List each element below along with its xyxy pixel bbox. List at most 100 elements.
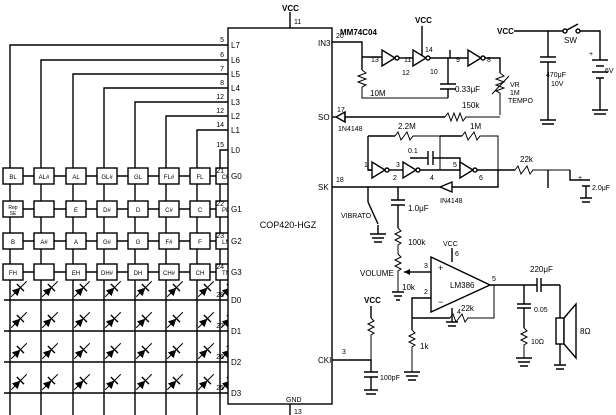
inv2-pin-5: 5 <box>453 162 457 169</box>
chip-pin-number: 24 <box>216 264 224 271</box>
key-label: B <box>11 240 15 246</box>
cap-005: 0.05 <box>534 307 548 314</box>
vcc-batt: VCC <box>497 27 514 36</box>
key-box <box>158 263 180 281</box>
inv-pin-11: 11 <box>404 57 411 64</box>
key-box <box>65 167 87 185</box>
key-label: PB <box>222 208 230 214</box>
matrix-diode <box>197 280 215 298</box>
key-label: C <box>198 208 203 214</box>
chip-pin-number: 26 <box>216 354 224 361</box>
chip-pin-number: 23 <box>216 233 224 240</box>
matrix-diode <box>73 342 91 360</box>
matrix-diode <box>166 373 184 391</box>
r-1m: 1M <box>470 122 481 131</box>
mm74c04-label: MM74C04 <box>340 28 377 37</box>
key-box <box>158 200 180 218</box>
chip-gnd-pin: 13 <box>294 409 302 415</box>
lm-pin-5: 5 <box>492 276 496 283</box>
chip-pin-label: G1 <box>231 205 242 214</box>
chip-pin-number: 15 <box>216 142 224 149</box>
vcc-osc: VCC <box>364 296 381 305</box>
chip-gnd-label: GND <box>286 397 302 404</box>
chip-pin-label: D3 <box>231 389 242 398</box>
lm-pin-4: 4 <box>457 309 461 316</box>
chip-vcc-label: VCC <box>282 4 299 13</box>
cap-470: 470μF <box>546 72 566 79</box>
chip-pin-label: G0 <box>231 172 242 181</box>
diode-pin-17: 17 <box>337 107 345 114</box>
cap-1uf: 1.0μF <box>408 204 429 213</box>
key-label: AL <box>72 175 80 181</box>
key-box <box>127 200 149 218</box>
pin-14: 14 <box>425 47 433 54</box>
key-box <box>96 232 118 250</box>
key-box <box>65 263 87 281</box>
chip-pin-sk: SK <box>318 183 329 192</box>
lm-pin-2: 2 <box>424 289 428 296</box>
r-22k: 22k <box>520 155 534 164</box>
matrix-diode <box>197 311 215 329</box>
chip-pin-number: 12 <box>216 94 224 101</box>
key-box <box>96 167 118 185</box>
key-box <box>33 263 55 281</box>
chip-pin-label: L7 <box>231 41 240 50</box>
lm-minus: − <box>438 297 443 307</box>
key-label: TN <box>222 271 230 277</box>
matrix-diode <box>10 280 28 298</box>
pin-num-18: 18 <box>336 177 344 184</box>
key-label: CH# <box>163 271 176 277</box>
key-box <box>65 200 87 218</box>
cap-2uf: 2.0μF <box>592 185 610 192</box>
lm-vcc: VCC <box>443 241 458 248</box>
key-box <box>189 232 211 250</box>
key-label: CR <box>222 175 231 181</box>
cop420-chip: COP420-HGZ VCC 11 GND 13 5L76L67L58L412L… <box>216 4 346 415</box>
key-label: LN <box>222 240 230 246</box>
chip-pin-number: 28 <box>216 292 224 299</box>
r-2-2m: 2.2M <box>398 122 416 131</box>
matrix-diode <box>104 373 122 391</box>
matrix-diode <box>135 311 153 329</box>
key-box <box>158 232 180 250</box>
matrix-diode <box>104 342 122 360</box>
keyboard-matrix <box>4 44 228 415</box>
tempo-oscillator: MM74C04 VCC 14 13 12 11 10 9 8 10M 0.33μ… <box>332 16 533 133</box>
key-box <box>65 232 87 250</box>
inv-pin-13: 13 <box>371 57 379 64</box>
r-22k-fb: 22k <box>461 304 475 313</box>
key-box <box>2 200 24 218</box>
chip-pin-number: 27 <box>216 323 224 330</box>
cap-2uf-plus: + <box>578 175 582 182</box>
chip-pin-label: D0 <box>231 296 242 305</box>
key-box <box>2 167 24 185</box>
cap-0-1: 0.1 <box>408 148 418 155</box>
key-label: CH <box>196 271 205 277</box>
matrix-diode <box>135 280 153 298</box>
key-box <box>158 167 180 185</box>
batt-6v: 6V <box>605 68 614 75</box>
key-label: FL# <box>164 175 175 181</box>
chip-pin-number: 22 <box>216 201 224 208</box>
matrix-diode <box>41 373 59 391</box>
vibrato-oscillator: 2.2M 1M 0.1 1 2 3 4 5 6 IN4148 22k + 2.0… <box>332 122 610 205</box>
inv2-pin-6: 6 <box>479 175 483 182</box>
chip-pin-number: 7 <box>220 66 224 73</box>
matrix-diode <box>41 280 59 298</box>
r-1k: 1k <box>420 342 429 351</box>
chip-pin-label: D1 <box>231 327 242 336</box>
chip-name: COP420-HGZ <box>260 220 317 230</box>
matrix-diode <box>73 373 91 391</box>
key-box <box>189 167 211 185</box>
key-label: GL# <box>101 175 113 181</box>
key-label: D# <box>103 208 111 214</box>
cap-220uf: 220μF <box>530 265 553 274</box>
key-box <box>2 263 24 281</box>
matrix-diode <box>166 342 184 360</box>
batt-plus: + <box>589 51 593 58</box>
r-10ohm: 10Ω <box>531 339 544 346</box>
lm-plus: + <box>438 263 443 273</box>
chip-pin-so: SO <box>318 113 330 122</box>
